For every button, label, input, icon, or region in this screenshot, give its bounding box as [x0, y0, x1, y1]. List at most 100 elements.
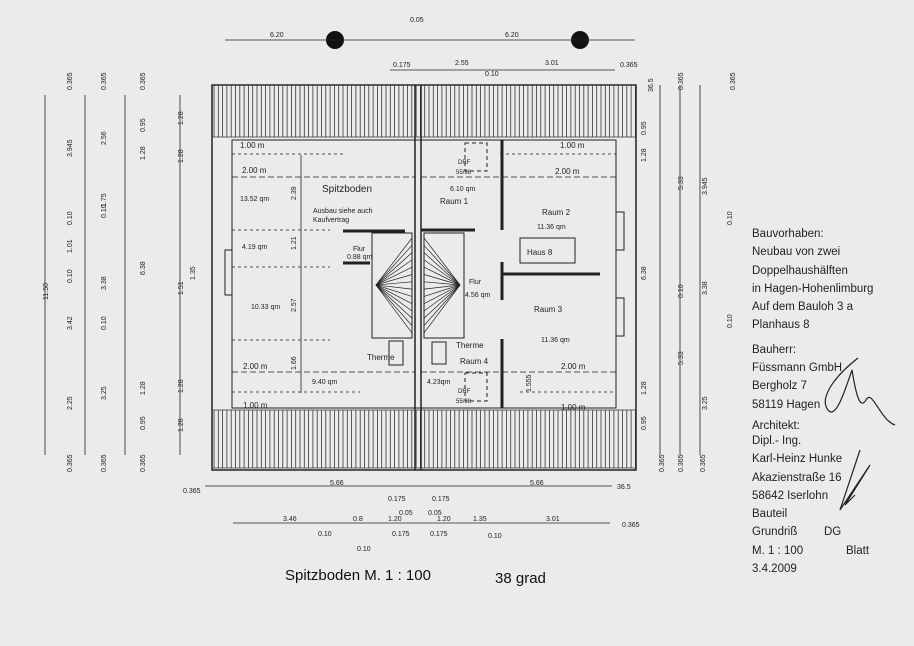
note: Kaufvertrag: [313, 217, 349, 224]
room-label: Flur: [353, 246, 366, 253]
room-area: 10.33 qm: [251, 304, 280, 311]
dimension-label: 0.175: [392, 531, 410, 538]
height-line-label: 2.00 m: [243, 362, 268, 371]
dimension-label: 5.66: [330, 480, 344, 487]
dimension-label: 6.38: [140, 261, 147, 275]
roof-window-size: 55/98: [456, 170, 472, 176]
dimension-label: 1.01: [67, 239, 74, 253]
dimension-label: 0.10: [727, 211, 734, 225]
dimension-label: 0.365: [700, 454, 707, 472]
dimension-label: 0.8: [353, 516, 363, 523]
dimension-label: 3.25: [702, 396, 709, 410]
architect-signature: [839, 449, 871, 511]
roof-window-label: DRF: [458, 160, 471, 166]
dimension-label: 1.28: [178, 111, 185, 125]
dimension-label: 5.66: [530, 480, 544, 487]
plan-title: Spitzboden M. 1 : 100: [285, 567, 431, 584]
stair-tread: [423, 284, 461, 312]
part-label: Bauteil: [752, 508, 788, 521]
dimension-label: 3.945: [67, 139, 74, 157]
architect-label: Architekt:: [752, 419, 800, 432]
room-label: Flur: [469, 279, 482, 286]
stair-tread: [375, 284, 413, 290]
architect-line: Dipl.- Ing.: [752, 434, 802, 447]
dimension-label: 1.28: [178, 149, 185, 163]
dimension-label: 0.10: [357, 546, 371, 553]
dimension-label: 6.38: [641, 266, 648, 280]
dimension-label: 1.35: [473, 516, 487, 523]
roof-window-top: [464, 142, 488, 172]
dimension-label: 0.365: [67, 72, 74, 90]
stair-tread: [375, 284, 413, 319]
dimension-label: 0.10: [67, 211, 74, 225]
dimension-label: 0.365: [730, 72, 737, 90]
dimension-label: 1.555: [526, 374, 533, 392]
dimension-label: 2.56: [101, 131, 108, 145]
dimension-label: 0.95: [641, 416, 648, 430]
dimension-label: 1.20: [437, 516, 451, 523]
dimension-label: 0.95: [140, 118, 147, 132]
dimension-label: 0.05: [399, 510, 413, 517]
dimension-label: 1.20: [388, 516, 402, 523]
dimension-label: 6.20: [270, 32, 284, 39]
haus-label-box: [519, 237, 576, 264]
dimension-label: 1.66: [291, 356, 298, 370]
room-area: 4.19 qm: [242, 244, 267, 251]
room-label: Haus 8: [527, 248, 553, 257]
dimension-label: 0.365: [140, 72, 147, 90]
dimension-label: 0.05: [410, 17, 424, 24]
dimension-label: 1.28: [140, 146, 147, 160]
height-line-label: 2.00 m: [561, 362, 586, 371]
part-value: Grundriß: [752, 526, 798, 539]
dimension-label: 0.10: [727, 314, 734, 328]
dimension-label: 3.46: [283, 516, 297, 523]
dimension-label: 11.50: [43, 283, 50, 300]
dimension-label: 0.10: [101, 204, 108, 218]
stair-tread: [423, 237, 461, 286]
room-area: 11.36 qm: [537, 224, 566, 231]
architect-line: Akazienstraße 16: [752, 471, 842, 484]
dimension-label: 1.75: [101, 193, 108, 207]
height-line-label: 2.00 m: [555, 167, 580, 176]
note: Ausbau siehe auch: [313, 208, 373, 215]
dimension-label: 1.28: [178, 379, 185, 393]
stair-tread: [423, 245, 461, 286]
dimension-label: 0.05: [428, 510, 442, 517]
room-area: 4.23qm: [427, 379, 451, 386]
stair-tread: [423, 284, 461, 305]
project-line: in Hagen-Hohenlimburg: [752, 282, 874, 295]
dimension-label: 6.20: [505, 32, 519, 39]
dimension-label: 0.10: [101, 316, 108, 330]
level-value: DG: [824, 526, 842, 539]
dimension-label: 0.365: [622, 522, 640, 529]
dimension-label: 0.365: [67, 454, 74, 472]
stair-tread: [423, 274, 461, 286]
room-area: 13.52 qm: [240, 196, 269, 203]
dimension-label: 0.175: [393, 62, 411, 69]
stair-tread: [375, 266, 413, 286]
roof-window-bottom: [464, 372, 488, 402]
dimension-label: 0.365: [140, 454, 147, 472]
stair-tread: [423, 284, 461, 334]
dimension-label: 36.5: [648, 78, 655, 92]
stair-tread: [423, 266, 461, 286]
stair-tread: [423, 284, 461, 290]
dimension-label: 0.365: [659, 454, 666, 472]
stair-tread: [375, 252, 413, 286]
room-area: 9.40 qm: [312, 379, 337, 386]
client-line: Füssmann GmbH: [752, 362, 843, 375]
height-line-label: 1.00 m: [240, 141, 265, 150]
dimension-label: 36.5: [617, 484, 631, 491]
dimension-label: 1.28: [641, 148, 648, 162]
dimension-label: 0.365: [101, 454, 108, 472]
project-line: Doppelhaushälften: [752, 264, 848, 277]
date-value: 3.4.2009: [752, 563, 797, 576]
room-label: Raum 2: [542, 208, 571, 217]
architect-line: 58642 Iserlohn: [752, 489, 829, 502]
stair-tread: [375, 284, 413, 297]
dimension-label: 3.01: [546, 516, 560, 523]
stair-tread: [375, 284, 413, 326]
project-line: Neubau von zwei: [752, 246, 841, 259]
scale-value: M. 1 : 100: [752, 544, 804, 557]
